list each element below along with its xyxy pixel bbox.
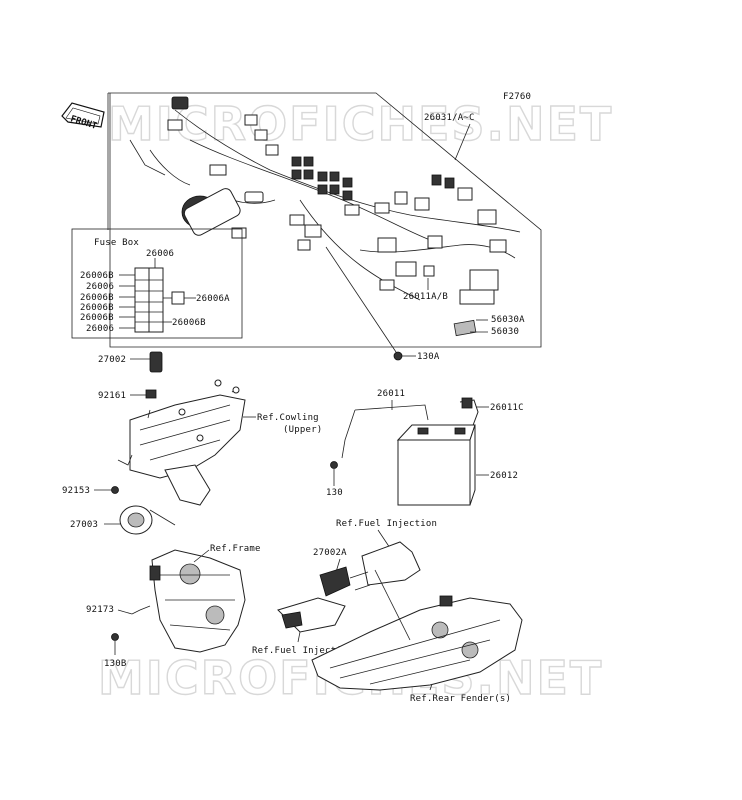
fuse-box-left-5: 26006B bbox=[80, 313, 114, 323]
callout-26011ab: 26011A/B bbox=[403, 292, 448, 302]
battery-26012 bbox=[396, 424, 476, 506]
ecu-assembly-upper bbox=[319, 541, 421, 597]
callout-130: 130 bbox=[326, 488, 343, 498]
callout-26011: 26011 bbox=[377, 389, 405, 399]
callout-26011c: 26011C bbox=[490, 403, 524, 413]
bolt-130b-icon bbox=[111, 633, 119, 641]
callout-ref-cowling-1: Ref.Cowling bbox=[257, 413, 319, 423]
battery-cable-26011 bbox=[341, 404, 429, 459]
fuse-box-left-3: 26006B bbox=[80, 293, 114, 303]
callout-27003: 27003 bbox=[70, 520, 98, 530]
callout-130a: 130A bbox=[417, 352, 440, 362]
bolt-130-icon bbox=[330, 461, 338, 469]
bolt-130a-icon bbox=[393, 351, 403, 361]
screw-92153-icon bbox=[111, 486, 119, 494]
callout-ref-fuel-injection-top: Ref.Fuel Injection bbox=[336, 519, 437, 529]
fuse-box-title: Fuse Box bbox=[94, 238, 139, 248]
callout-ref-fuel-injection-bottom: Ref.Fuel Injection bbox=[252, 646, 353, 656]
callout-ref-frame: Ref.Frame bbox=[210, 544, 261, 554]
rear-fender-part bbox=[311, 595, 523, 691]
callout-56030: 56030 bbox=[491, 327, 519, 337]
callout-92153: 92153 bbox=[62, 486, 90, 496]
callout-26031: 26031/A~C bbox=[424, 113, 475, 123]
fuse-box-left-6: 26006 bbox=[86, 324, 114, 334]
fuse-box-right-b: 26006B bbox=[172, 318, 206, 328]
callout-56030a: 56030A bbox=[491, 315, 525, 325]
callout-27002: 27002 bbox=[98, 355, 126, 365]
fuse-box-left-2: 26006 bbox=[86, 282, 114, 292]
fuse-box-left-4: 26006B bbox=[80, 303, 114, 313]
callout-ref-cowling-2: (Upper) bbox=[283, 425, 322, 435]
fuse-box-inset: Fuse Box 26006 26006B 26006 26006B 26006… bbox=[71, 228, 243, 339]
figure-code: F2760 bbox=[503, 92, 531, 102]
front-arrow-icon: FRONT bbox=[61, 102, 105, 132]
bracket-assembly bbox=[117, 379, 246, 506]
clamp-92173 bbox=[131, 605, 151, 615]
watermark-top: MICROFICHES.NET bbox=[108, 97, 613, 151]
fuse-box-left-1: 26006B bbox=[80, 271, 114, 281]
callout-ref-rear-fender: Ref.Rear Fender(s) bbox=[410, 694, 511, 704]
harness-frame bbox=[108, 92, 542, 348]
callout-130b: 130B bbox=[104, 659, 126, 669]
fuse-box-right-a: 26006A bbox=[196, 294, 230, 304]
clamp-92161 bbox=[145, 389, 157, 399]
callout-27002a: 27002A bbox=[313, 548, 347, 558]
ecu-assembly-lower bbox=[277, 597, 346, 633]
main-harness-drawing bbox=[129, 96, 521, 337]
callout-92173: 92173 bbox=[86, 605, 114, 615]
relay-27002 bbox=[149, 351, 163, 373]
callout-26012: 26012 bbox=[490, 471, 518, 481]
fuse-box-top-label: 26006 bbox=[146, 249, 174, 259]
callout-92161: 92161 bbox=[98, 391, 126, 401]
frame-part bbox=[149, 549, 246, 653]
